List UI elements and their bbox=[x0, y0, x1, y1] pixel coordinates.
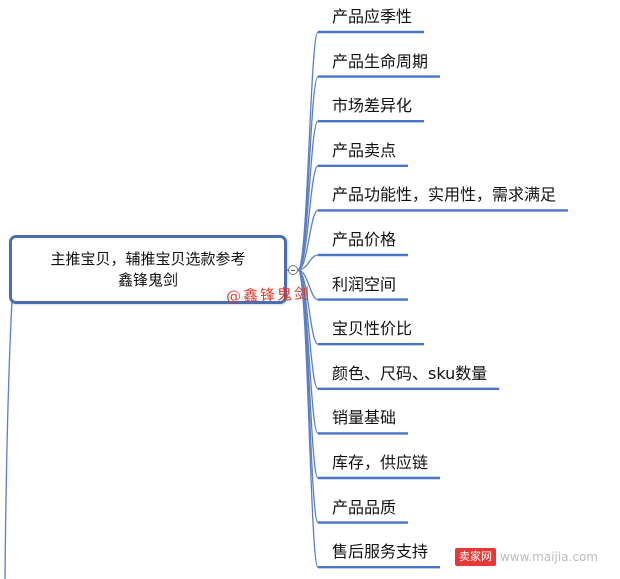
branch-label[interactable]: 市场差异化 bbox=[332, 96, 413, 116]
root-node[interactable]: 主推宝贝，辅推宝贝选款参考 鑫锋鬼剑 bbox=[9, 235, 287, 304]
branch-label[interactable]: 产品功能性，实用性，需求满足 bbox=[332, 185, 557, 205]
author-signature: @鑫锋鬼剑 bbox=[225, 284, 312, 306]
branch-connector bbox=[297, 254, 319, 271]
branch-connector bbox=[297, 120, 319, 271]
branch-label[interactable]: 颜色、尺码、sku数量 bbox=[332, 363, 488, 383]
branch-connector bbox=[297, 209, 319, 271]
branch-label[interactable]: 产品卖点 bbox=[332, 140, 397, 160]
branch-label[interactable]: 产品应季性 bbox=[332, 7, 413, 26]
branch-connector bbox=[297, 165, 319, 271]
branch-label[interactable]: 售后服务支持 bbox=[332, 542, 429, 562]
branch-label[interactable]: 库存，供应链 bbox=[332, 453, 429, 472]
branch-label[interactable]: 产品价格 bbox=[332, 230, 397, 249]
branch-label[interactable]: 利润空间 bbox=[332, 274, 397, 294]
branch-label[interactable]: 宝贝性价比 bbox=[332, 319, 413, 339]
root-author: 鑫锋鬼剑 bbox=[117, 270, 178, 289]
branch-connector bbox=[297, 31, 319, 271]
site-watermark: 卖家网 www.maijia.com bbox=[455, 547, 598, 567]
root-title: 主推宝贝，辅推宝贝选款参考 bbox=[50, 249, 246, 268]
collapse-toggle-icon[interactable] bbox=[288, 265, 298, 275]
branch-label[interactable]: 销量基础 bbox=[332, 408, 397, 428]
site-logo: 卖家网 bbox=[455, 548, 496, 566]
branch-label[interactable]: 产品生命周期 bbox=[332, 51, 429, 71]
branch-label[interactable]: 产品品质 bbox=[332, 497, 397, 517]
site-url: www.maijia.com bbox=[500, 550, 598, 564]
parent-connector bbox=[4, 299, 13, 579]
branch-connector bbox=[297, 269, 319, 568]
